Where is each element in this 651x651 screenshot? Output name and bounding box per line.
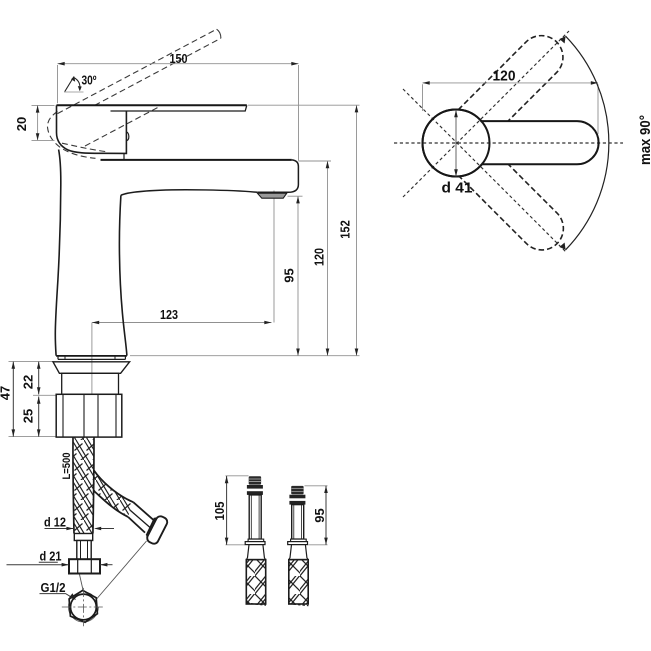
svg-text:max 90°: max 90° (638, 115, 651, 165)
svg-text:120: 120 (312, 248, 327, 266)
svg-text:d 41: d 41 (442, 180, 473, 197)
svg-text:152: 152 (338, 220, 353, 239)
svg-text:20: 20 (14, 117, 29, 131)
svg-text:47: 47 (0, 386, 13, 400)
svg-text:105: 105 (212, 502, 227, 521)
svg-text:L=500: L=500 (61, 453, 73, 480)
svg-text:d 21: d 21 (40, 548, 62, 563)
svg-text:30º: 30º (82, 72, 97, 87)
svg-text:95: 95 (282, 268, 297, 282)
svg-text:22: 22 (21, 375, 36, 389)
svg-text:150: 150 (170, 51, 188, 66)
svg-text:25: 25 (21, 409, 36, 423)
svg-text:120: 120 (493, 68, 516, 85)
svg-text:d 12: d 12 (44, 515, 66, 530)
svg-text:G1/2: G1/2 (41, 580, 66, 595)
svg-text:123: 123 (160, 307, 178, 322)
svg-text:95: 95 (312, 508, 327, 522)
